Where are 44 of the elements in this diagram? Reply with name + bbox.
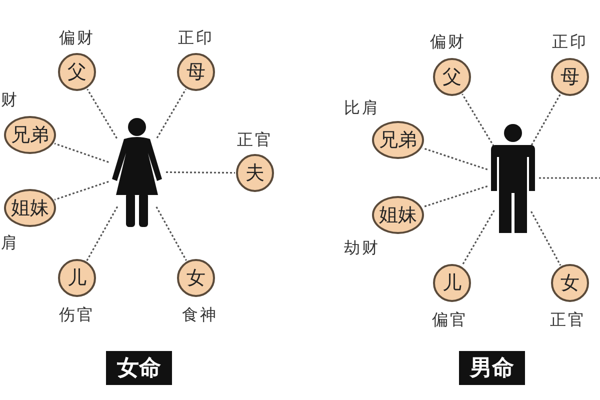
dotted-line (166, 171, 235, 174)
relative-circle: 父 (433, 58, 471, 96)
relative-circle: 儿 (58, 259, 96, 297)
role-label: 食神 (182, 304, 218, 326)
dotted-line (54, 180, 109, 200)
dotted-line (530, 211, 562, 266)
dotted-line (539, 177, 600, 179)
role-label: 伤官 (59, 304, 95, 326)
role-label: 正印 (178, 28, 214, 48)
role-label: 偏官 (432, 310, 468, 330)
dotted-line (86, 88, 118, 139)
dotted-line (422, 147, 488, 170)
relative-ellipse: 兄弟 (4, 116, 56, 154)
title-tag: 女命 (106, 351, 172, 385)
dotted-line (422, 185, 488, 208)
dotted-line (86, 206, 118, 261)
relative-circle: 母 (551, 58, 589, 96)
dotted-line (462, 94, 494, 147)
relative-circle: 儿 (433, 264, 471, 302)
dotted-line (530, 94, 561, 146)
relative-circle: 夫 (236, 154, 274, 192)
relative-circle: 母 (177, 53, 215, 91)
dotted-line (156, 206, 187, 261)
role-label: 财 (1, 90, 19, 110)
role-label: 比肩 (344, 98, 380, 118)
role-label: 正官 (237, 130, 273, 150)
dotted-line (54, 142, 109, 163)
woman-figure-icon (112, 117, 162, 227)
dotted-line (156, 88, 186, 138)
role-label: 肩 (1, 232, 19, 254)
role-label: 劫财 (344, 238, 380, 258)
relative-circle: 女 (177, 259, 215, 297)
role-label: 偏财 (430, 32, 466, 52)
relative-ellipse: 姐妹 (372, 196, 424, 234)
role-label: 正官 (550, 310, 586, 330)
dotted-line (461, 210, 495, 266)
relative-circle: 父 (58, 53, 96, 91)
role-label: 正印 (552, 32, 588, 52)
role-label: 偏财 (59, 28, 95, 48)
relative-ellipse: 姐妹 (4, 189, 56, 227)
relative-circle: 女 (551, 264, 589, 302)
man-figure-icon (491, 123, 535, 233)
title-tag: 男命 (459, 351, 525, 385)
relative-ellipse: 兄弟 (372, 121, 424, 159)
